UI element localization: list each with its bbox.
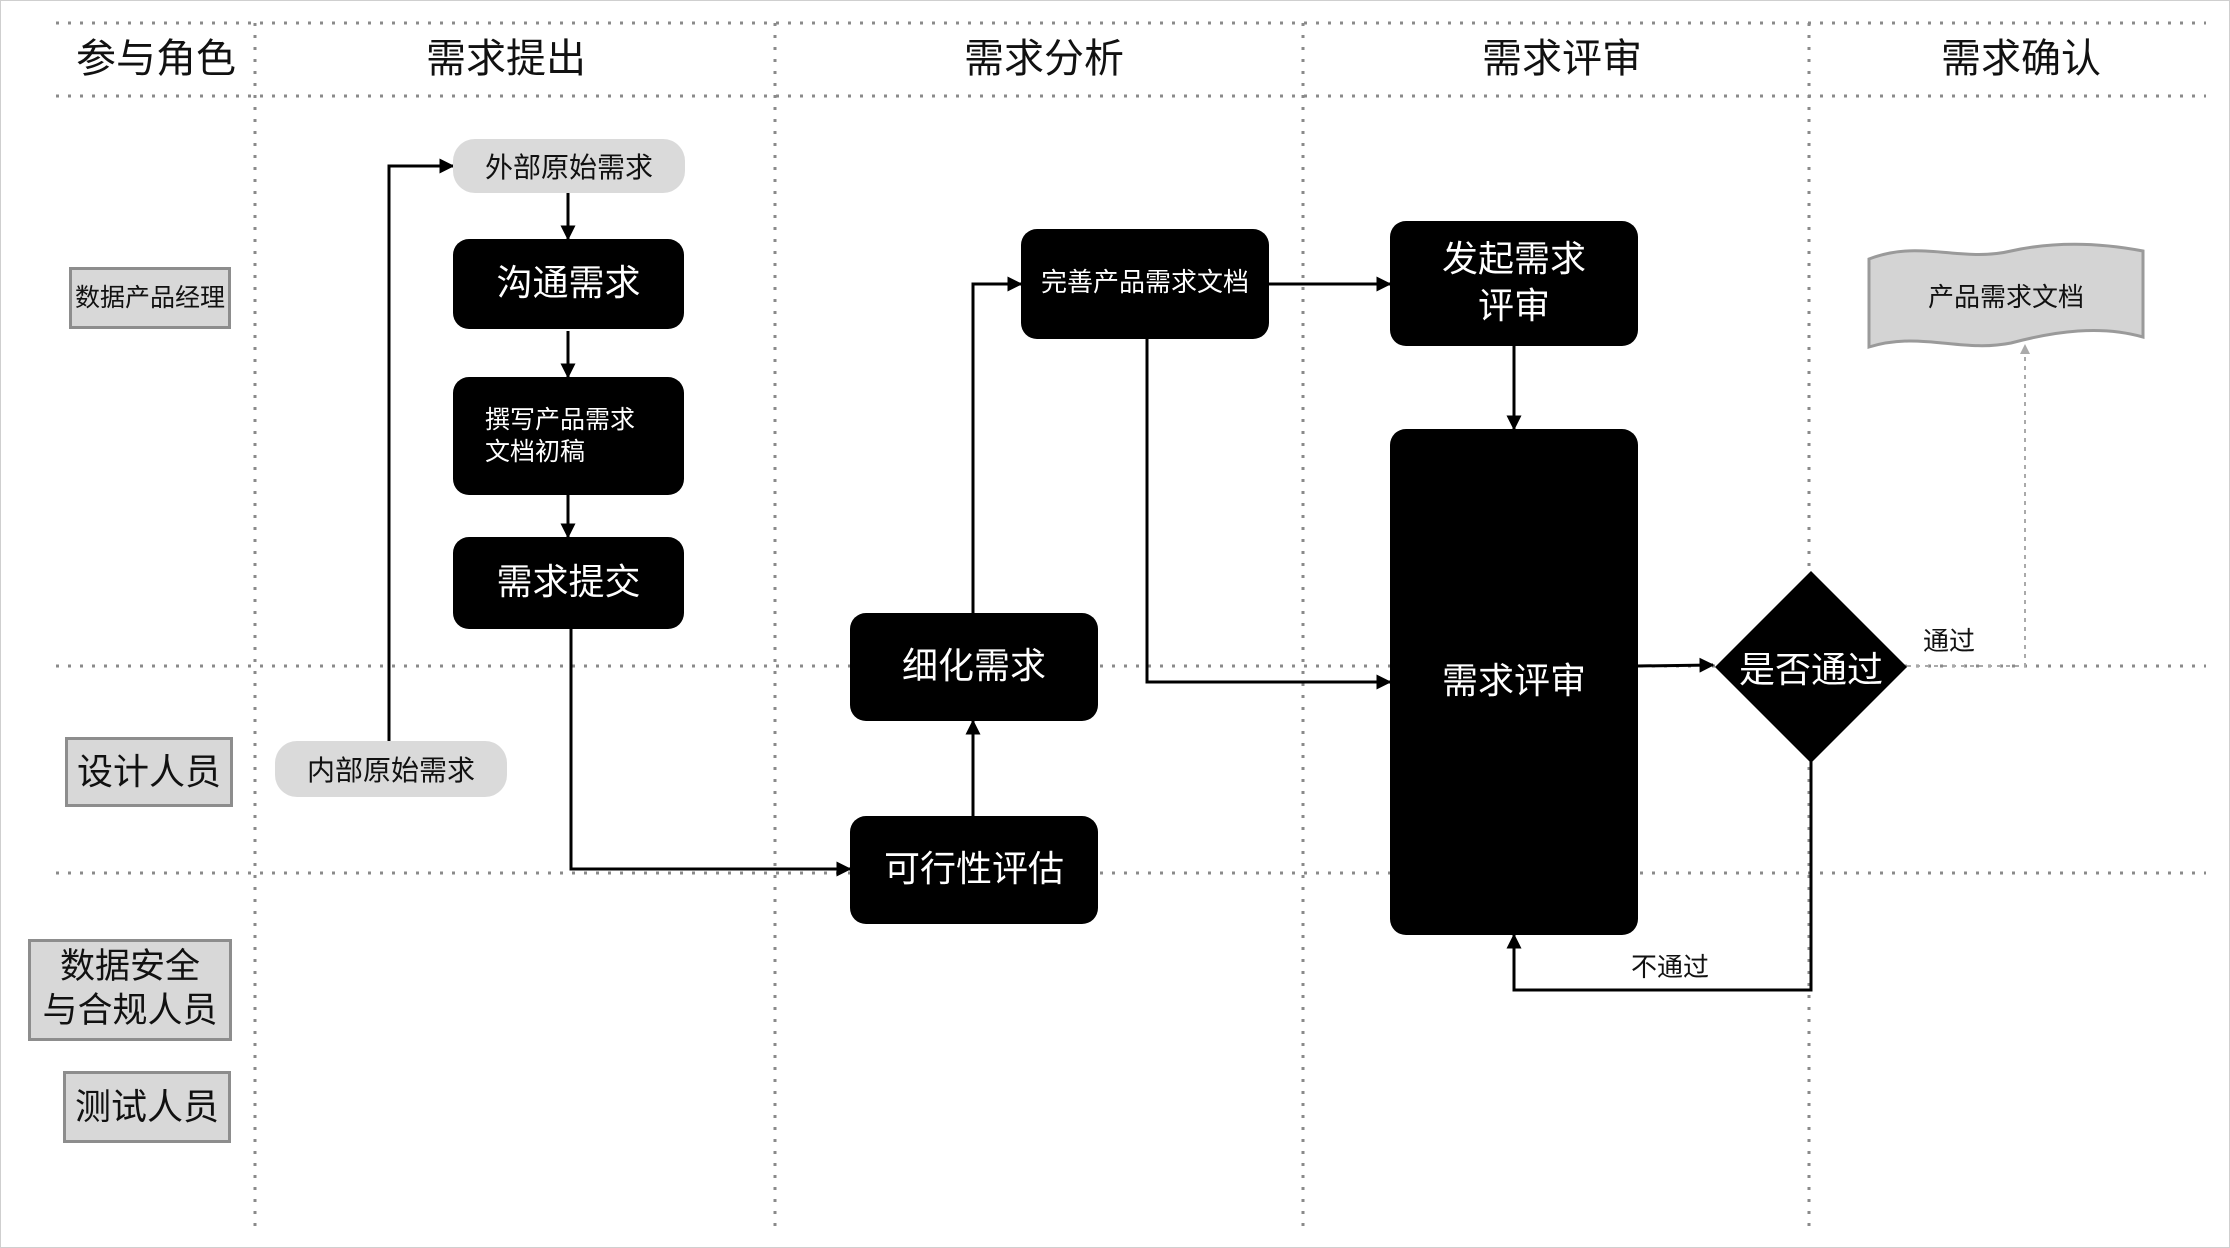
edge-decision-pass <box>1907 344 2030 667</box>
role-tester: 测试人员 <box>63 1071 231 1143</box>
node-start-review: 发起需求 评审 <box>1390 221 1638 346</box>
node-communicate-requirement: 沟通需求 <box>453 239 684 329</box>
node-feasibility-assessment: 可行性评估 <box>850 816 1098 924</box>
header-confirm: 需求确认 <box>1941 36 2101 82</box>
edge-decision-fail <box>1506 761 1813 992</box>
swimlane-grid <box>56 21 2206 1229</box>
node-write-draft: 撰写产品需求 文档初稿 <box>453 377 684 495</box>
node-refine-requirement: 细化需求 <box>850 613 1098 721</box>
edge-review-to-decision <box>1636 657 1715 673</box>
header-proposal: 需求提出 <box>426 36 586 82</box>
connectors <box>387 158 1813 992</box>
header-review: 需求评审 <box>1482 36 1642 82</box>
decision-diamond <box>1715 571 1907 763</box>
header-roles: 参与角色 <box>76 36 236 82</box>
node-requirement-review: 需求评审 <box>1390 429 1638 935</box>
node-improve-document: 完善产品需求文档 <box>1021 229 1269 339</box>
edge-submit-to-feasibility <box>569 629 852 877</box>
node-internal-requirement: 内部原始需求 <box>275 741 507 797</box>
document-label: 产品需求文档 <box>1927 283 2084 313</box>
edge-internal-to-external <box>387 158 455 741</box>
role-security-compliance: 数据安全 与合规人员 <box>28 939 232 1041</box>
decision-label: 是否通过 <box>1738 650 1883 691</box>
document-shape <box>1867 242 2145 350</box>
edge-label-fail: 不通过 <box>1631 953 1710 983</box>
edge-label-pass: 通过 <box>1923 627 1976 657</box>
edge-improve-to-review <box>1145 339 1392 690</box>
role-product-manager: 数据产品经理 <box>69 267 231 329</box>
edge-refine-to-improve <box>971 276 1023 613</box>
header-analysis: 需求分析 <box>964 36 1124 82</box>
node-submit-requirement: 需求提交 <box>453 537 684 629</box>
node-external-requirement: 外部原始需求 <box>453 139 685 193</box>
role-designer: 设计人员 <box>65 737 233 807</box>
